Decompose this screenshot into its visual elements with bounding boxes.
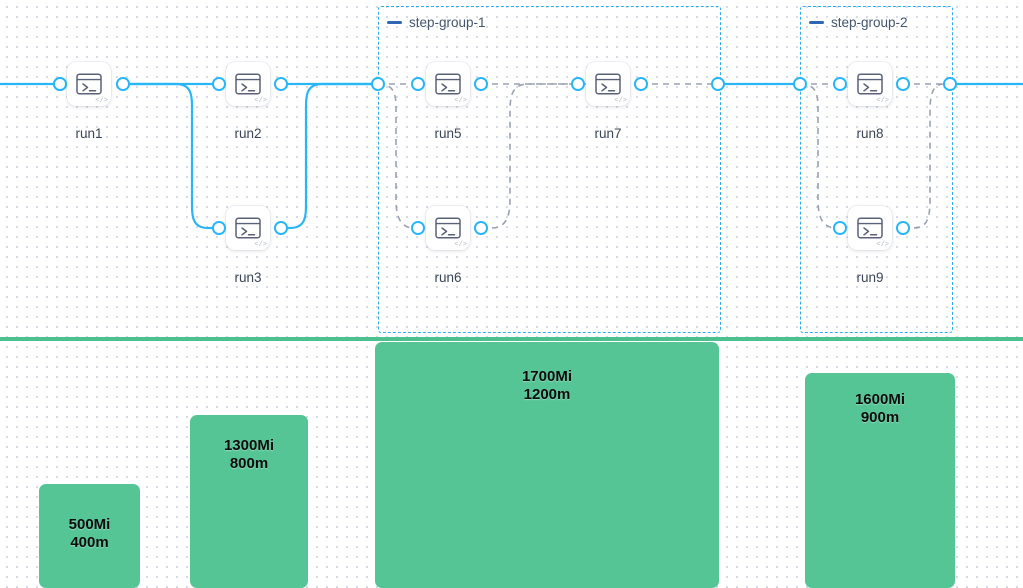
port-group-1-entry[interactable] (371, 77, 385, 91)
node-run2[interactable]: </> (226, 62, 270, 106)
group-label-step-group-1: step-group-1 (387, 15, 486, 30)
collapse-dash-icon[interactable] (809, 21, 824, 24)
terminal-icon (435, 73, 461, 95)
resource-bar-4-cpu: 900m (860, 409, 900, 426)
port-run6-out[interactable] (474, 221, 488, 235)
port-run9-out[interactable] (896, 221, 910, 235)
code-badge-icon: </> (254, 241, 267, 249)
node-run9[interactable]: </> (848, 206, 892, 250)
port-run1-out[interactable] (116, 77, 130, 91)
node-run8[interactable]: </> (848, 62, 892, 106)
code-badge-icon: </> (876, 241, 889, 249)
node-run6[interactable]: </> (426, 206, 470, 250)
code-badge-icon: </> (454, 97, 467, 105)
code-badge-icon: </> (454, 241, 467, 249)
terminal-icon (857, 217, 883, 239)
node-label-run7: run7 (594, 126, 622, 141)
resource-bar-2[interactable]: 1300Mi 800m (190, 415, 308, 588)
code-badge-icon: </> (95, 97, 108, 105)
node-run5[interactable]: </> (426, 62, 470, 106)
terminal-icon (435, 217, 461, 239)
port-run9-in[interactable] (833, 221, 847, 235)
node-label-run6: run6 (434, 270, 462, 285)
resource-bar-3[interactable]: 1700Mi 1200m (375, 342, 719, 588)
port-run8-in[interactable] (833, 77, 847, 91)
group-label-step-group-2: step-group-2 (809, 15, 908, 30)
resource-section-divider (0, 337, 1023, 341)
group-label-text: step-group-1 (409, 15, 486, 30)
group-box-step-group-2[interactable] (800, 6, 953, 333)
node-label-run9: run9 (856, 270, 884, 285)
port-run5-out[interactable] (474, 77, 488, 91)
port-run8-out[interactable] (896, 77, 910, 91)
port-run5-in[interactable] (411, 77, 425, 91)
resource-bar-4[interactable]: 1600Mi 900m (805, 373, 955, 588)
group-label-text: step-group-2 (831, 15, 908, 30)
resource-bar-1[interactable]: 500Mi 400m (39, 484, 140, 588)
node-label-run3: run3 (234, 270, 262, 285)
resource-bar-3-cpu: 1200m (523, 386, 571, 403)
terminal-icon (235, 73, 261, 95)
resource-bar-1-cpu: 400m (70, 534, 109, 551)
port-run3-out[interactable] (274, 221, 288, 235)
terminal-icon (595, 73, 621, 95)
resource-bar-1-memory: 500Mi (68, 516, 111, 533)
resource-bar-3-memory: 1700Mi (521, 368, 573, 385)
code-badge-icon: </> (614, 97, 627, 105)
terminal-icon (235, 217, 261, 239)
node-label-run2: run2 (234, 126, 262, 141)
node-label-run5: run5 (434, 126, 462, 141)
code-badge-icon: </> (254, 97, 267, 105)
code-badge-icon: </> (876, 97, 889, 105)
resource-bar-2-memory: 1300Mi (223, 437, 275, 454)
port-group-2-entry[interactable] (793, 77, 807, 91)
port-run7-in[interactable] (571, 77, 585, 91)
group-box-step-group-1[interactable] (378, 6, 721, 333)
terminal-icon (857, 73, 883, 95)
port-group-2-exit[interactable] (943, 77, 957, 91)
node-label-run8: run8 (856, 126, 884, 141)
port-run7-out[interactable] (634, 77, 648, 91)
resource-bar-2-cpu: 800m (229, 455, 269, 472)
node-run3[interactable]: </> (226, 206, 270, 250)
node-run1[interactable]: </> (67, 62, 111, 106)
terminal-icon (76, 73, 102, 95)
port-canvas-entry[interactable] (53, 77, 67, 91)
port-run2-out[interactable] (274, 77, 288, 91)
node-run7[interactable]: </> (586, 62, 630, 106)
port-run2-in[interactable] (212, 77, 226, 91)
resource-bar-4-memory: 1600Mi (854, 391, 906, 408)
collapse-dash-icon[interactable] (387, 21, 402, 24)
node-label-run1: run1 (75, 126, 103, 141)
port-run3-in[interactable] (212, 221, 226, 235)
port-group-1-exit[interactable] (711, 77, 725, 91)
port-run6-in[interactable] (411, 221, 425, 235)
